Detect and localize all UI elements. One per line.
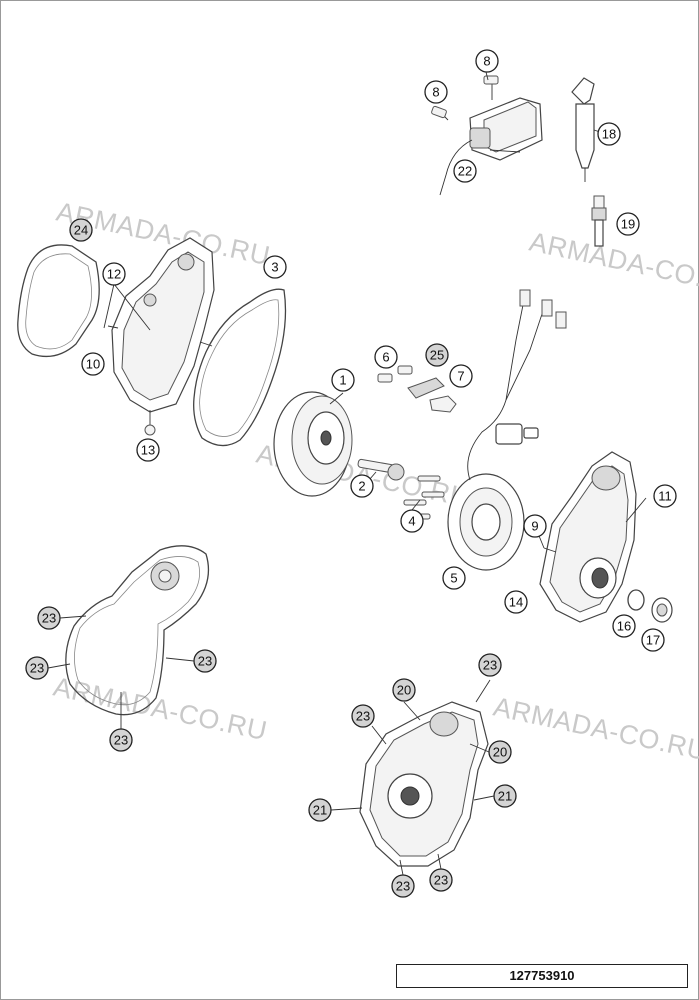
svg-text:23: 23 <box>483 658 497 673</box>
callout-14: 14 <box>504 590 528 614</box>
reference-number: 127753910 <box>396 964 688 988</box>
ignition-cover <box>539 451 647 623</box>
svg-text:11: 11 <box>658 489 672 504</box>
callout-13: 13 <box>136 438 160 462</box>
callout-3: 3 <box>263 255 287 279</box>
callout-23-gasket-left: 23 <box>25 656 49 680</box>
watermark-bottom-right: ARMADA-CO.RU <box>491 692 699 767</box>
callout-6: 6 <box>374 345 398 369</box>
callout-21-left: 21 <box>308 798 332 822</box>
stator-bolts <box>403 475 445 520</box>
callout-23-gasket-right: 23 <box>193 649 217 673</box>
callout-17: 17 <box>641 628 665 652</box>
svg-text:2: 2 <box>358 479 365 494</box>
spark-plug <box>591 195 607 247</box>
gasket-outer-left <box>17 244 100 358</box>
svg-text:3: 3 <box>271 260 278 275</box>
svg-text:23: 23 <box>42 611 56 626</box>
callout-16: 16 <box>612 614 636 638</box>
callout-5: 5 <box>442 566 466 590</box>
svg-text:8: 8 <box>483 54 490 69</box>
gasket-cover <box>193 288 287 447</box>
callout-7: 7 <box>449 364 473 388</box>
svg-text:17: 17 <box>646 633 660 648</box>
svg-text:23: 23 <box>356 709 370 724</box>
svg-text:14: 14 <box>509 595 523 610</box>
callout-2: 2 <box>350 474 374 498</box>
watermark-top-right: ARMADA-CO.RU <box>527 227 699 302</box>
callout-19: 19 <box>616 212 640 236</box>
svg-text:21: 21 <box>498 789 512 804</box>
callout-23-cover-bottom-left: 23 <box>391 874 415 898</box>
svg-text:23: 23 <box>396 879 410 894</box>
cover-cap <box>651 597 673 623</box>
svg-text:6: 6 <box>382 350 389 365</box>
callout-4: 4 <box>400 509 424 533</box>
svg-text:20: 20 <box>493 745 507 760</box>
svg-text:23: 23 <box>30 661 44 676</box>
callout-23-gasket-top: 23 <box>37 606 61 630</box>
callout-8-right: 8 <box>475 49 499 73</box>
callout-23-cover-left: 23 <box>351 704 375 728</box>
svg-text:21: 21 <box>313 803 327 818</box>
svg-text:5: 5 <box>450 571 457 586</box>
ignition-cover-frame <box>107 237 215 436</box>
gasket-bottom-left <box>65 545 210 716</box>
svg-text:25: 25 <box>430 348 444 363</box>
svg-text:10: 10 <box>86 357 100 372</box>
callout-9: 9 <box>523 514 547 538</box>
svg-text:23: 23 <box>114 733 128 748</box>
ignition-coil <box>439 82 543 196</box>
callout-1: 1 <box>331 368 355 392</box>
leader-lines-bottom <box>47 615 495 876</box>
callout-18: 18 <box>597 122 621 146</box>
callout-22: 22 <box>453 159 477 183</box>
callout-23-cover-top: 23 <box>478 653 502 677</box>
ignition-cover-rear <box>359 701 489 867</box>
coil-screw-right <box>483 75 499 85</box>
callout-20-right: 20 <box>488 740 512 764</box>
callout-21-right: 21 <box>493 784 517 808</box>
callout-25: 25 <box>425 343 449 367</box>
flywheel-bolt <box>357 458 405 481</box>
callout-11: 11 <box>653 484 677 508</box>
svg-text:19: 19 <box>621 217 635 232</box>
svg-text:20: 20 <box>397 683 411 698</box>
callout-10: 10 <box>81 352 105 376</box>
svg-text:23: 23 <box>434 873 448 888</box>
svg-text:9: 9 <box>531 519 538 534</box>
callout-12: 12 <box>102 262 126 286</box>
svg-text:23: 23 <box>198 654 212 669</box>
svg-text:16: 16 <box>617 619 631 634</box>
callout-8-left: 8 <box>424 80 448 104</box>
callout-23-cover-bottom-right: 23 <box>429 868 453 892</box>
o-ring <box>627 589 645 611</box>
svg-text:18: 18 <box>602 127 616 142</box>
svg-text:12: 12 <box>107 267 121 282</box>
svg-text:7: 7 <box>457 369 464 384</box>
svg-text:22: 22 <box>458 164 472 179</box>
svg-text:1: 1 <box>339 373 346 388</box>
flywheel <box>273 391 353 497</box>
svg-text:8: 8 <box>432 85 439 100</box>
svg-text:13: 13 <box>141 443 155 458</box>
callout-23-gasket-bottom: 23 <box>109 728 133 752</box>
svg-text:4: 4 <box>408 514 415 529</box>
svg-text:24: 24 <box>74 223 88 238</box>
stator <box>447 289 567 571</box>
screws-and-bracket <box>377 365 457 413</box>
callout-24: 24 <box>69 218 93 242</box>
coil-screw-left <box>431 105 447 119</box>
callout-20-left: 20 <box>392 678 416 702</box>
